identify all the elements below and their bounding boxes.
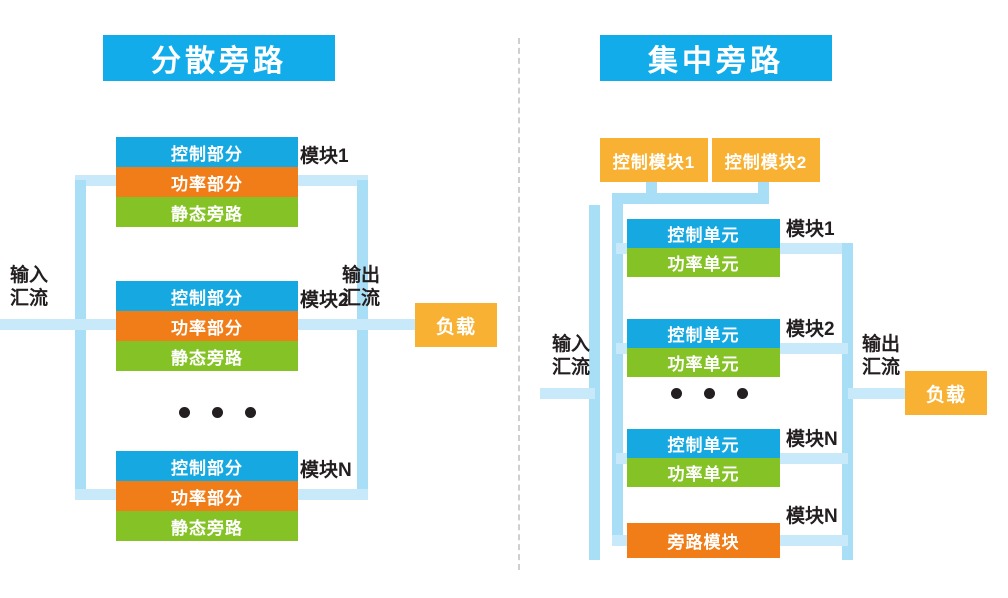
left-module-n-row-2: 静态旁路 — [116, 511, 298, 541]
right-wire-mn-output-stub — [778, 453, 848, 464]
right-module-n-row-0: 控制单元 — [627, 429, 780, 458]
right-ellipsis-dot-2 — [704, 388, 715, 399]
right-module-2-row-0: 控制单元 — [627, 319, 780, 348]
right-control-module-2: 控制模块2 — [712, 138, 820, 182]
right-output-bus-label: 输出 汇流 — [862, 334, 901, 378]
left-module-2-row-0: 控制部分 — [116, 281, 298, 311]
right-wire-bypass-output-stub — [778, 535, 848, 546]
right-input-bus-label: 输入 汇流 — [552, 334, 591, 378]
left-wire-input-bus — [0, 319, 80, 330]
right-load-box: 负载 — [905, 371, 987, 415]
left-ellipsis-dot-2 — [212, 407, 223, 418]
right-bypass-module-box: 旁路模块 — [627, 523, 780, 558]
right-wire-m1-output-stub — [778, 243, 848, 254]
left-load-box: 负载 — [415, 303, 497, 347]
right-ellipsis — [671, 388, 748, 399]
left-wire-output-vertical-upper — [357, 180, 368, 330]
left-module-1-row-1: 功率部分 — [116, 167, 298, 197]
left-module-2-tag: 模块2 — [300, 290, 349, 311]
diagram-divider — [518, 38, 520, 570]
right-module-1-row-1: 功率单元 — [627, 248, 780, 277]
left-wire-output-vertical-lower — [357, 330, 368, 495]
left-wire-m1-input-stub — [75, 175, 123, 186]
left-wire-m2-input-stub — [75, 319, 123, 330]
left-module-n-row-0: 控制部分 — [116, 451, 298, 481]
left-wire-mn-input-stub — [75, 489, 123, 500]
left-wire-m2-output-stub — [296, 319, 368, 330]
left-ellipsis-dot-3 — [245, 407, 256, 418]
left-module-n-row-1: 功率部分 — [116, 481, 298, 511]
left-wire-m1-output-stub — [296, 175, 368, 186]
left-module-n-tag: 模块N — [300, 460, 352, 481]
right-wire-m2-output-stub — [778, 343, 848, 354]
right-control-module-1: 控制模块1 — [600, 138, 708, 182]
right-module-n-row-1: 功率单元 — [627, 458, 780, 487]
left-input-bus-label: 输入 汇流 — [10, 265, 49, 309]
left-wire-input-vertical-upper — [75, 180, 86, 330]
right-module-2-tag: 模块2 — [786, 319, 835, 340]
right-ellipsis-dot-1 — [671, 388, 682, 399]
left-wire-mn-output-stub — [296, 489, 368, 500]
left-diagram-title: 分散旁路 — [103, 35, 335, 81]
left-wire-output-bus — [363, 319, 423, 330]
right-module-2-row-1: 功率单元 — [627, 348, 780, 377]
right-wire-input-bus — [540, 388, 595, 399]
right-wire-input-vertical — [589, 205, 600, 560]
left-output-bus-label: 输出 汇流 — [342, 265, 381, 309]
right-diagram-title: 集中旁路 — [600, 35, 832, 81]
right-module-1-row-0: 控制单元 — [627, 219, 780, 248]
left-module-2-row-2: 静态旁路 — [116, 341, 298, 371]
right-bypass-module-tag: 模块N — [786, 506, 838, 527]
right-module-n-tag: 模块N — [786, 429, 838, 450]
right-module-1-tag: 模块1 — [786, 219, 835, 240]
right-ellipsis-dot-3 — [737, 388, 748, 399]
left-ellipsis — [179, 407, 256, 418]
right-wire-control-bus-header — [612, 193, 769, 204]
left-module-1-tag: 模块1 — [300, 146, 349, 167]
left-module-1-row-0: 控制部分 — [116, 137, 298, 167]
right-wire-output-vertical — [842, 243, 853, 560]
right-wire-control-bus-vertical — [612, 193, 623, 546]
right-wire-output-bus — [848, 388, 908, 399]
left-module-1-row-2: 静态旁路 — [116, 197, 298, 227]
left-module-2-row-1: 功率部分 — [116, 311, 298, 341]
left-ellipsis-dot-1 — [179, 407, 190, 418]
left-wire-input-vertical-lower — [75, 330, 86, 495]
